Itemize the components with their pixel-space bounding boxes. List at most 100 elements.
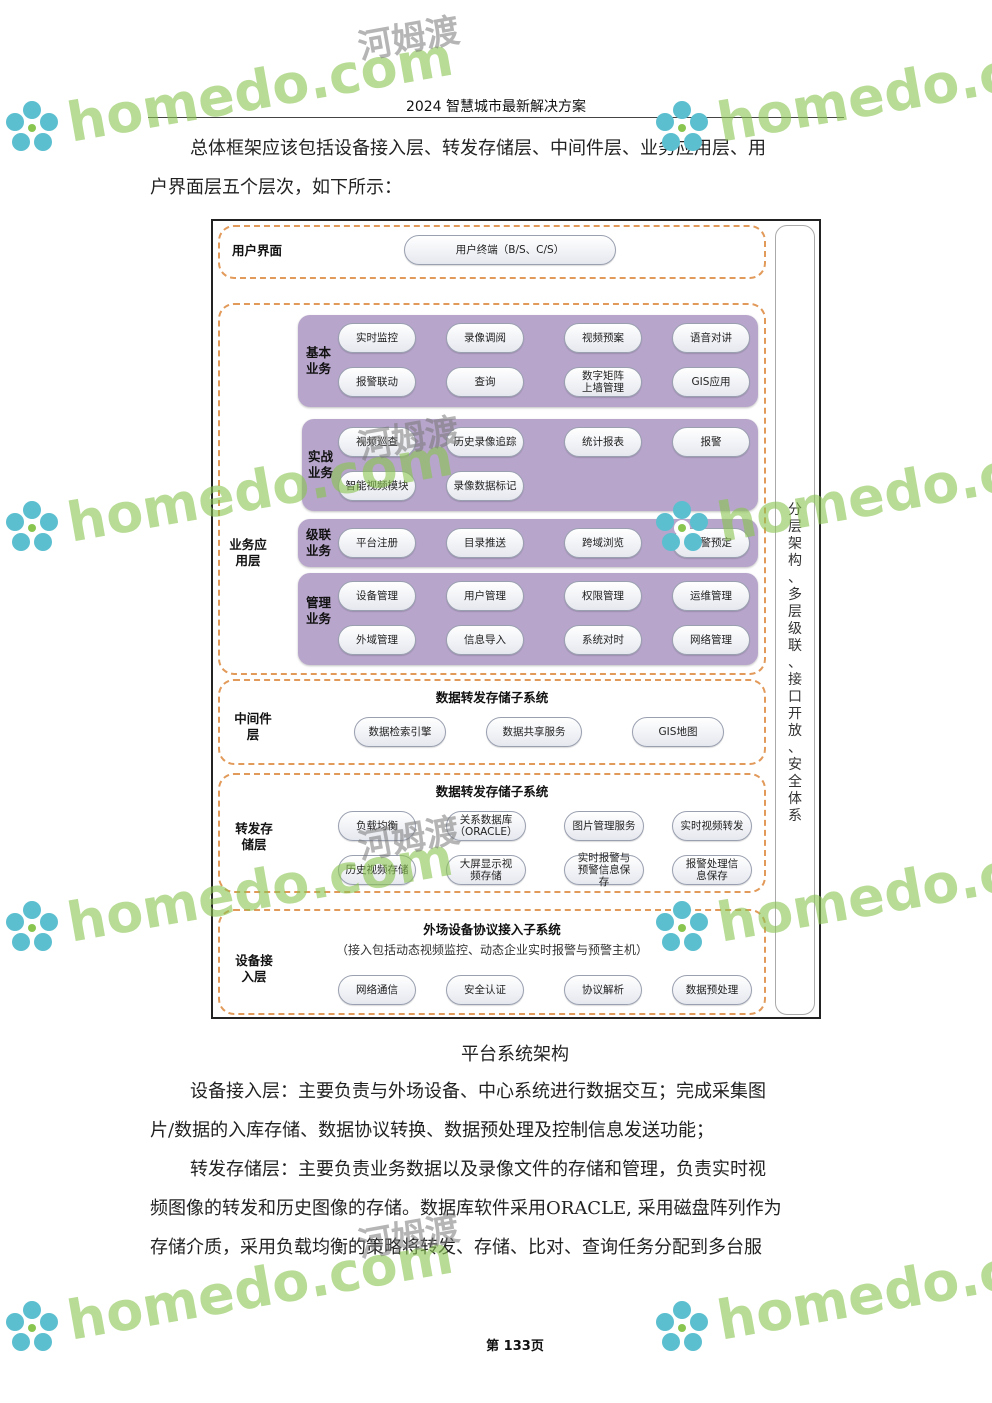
forward-storage-layer: 数据转发存储子系统 转发存 储层 负载均衡 关系数据库（ORACLE） 图片管理… [218,773,766,893]
group-label-line: 业务 [306,361,332,376]
service-pill: 设备管理 [338,581,416,611]
layer-label-line: 业务应 [229,537,267,552]
text-line: 存储介质，采用负载均衡的策略将转发、存储、比对、查询任务分配到多台服 [150,1237,762,1258]
layer-label: 设备接 入层 [226,953,282,985]
side-text-char: 、 [788,655,802,671]
text-line: 总体框架应该包括设备接入层、转发存储层、中间件层、业务应用层、用 [190,138,766,159]
text-line: 设备接入层：主要负责与外场设备、中心系统进行数据交互；完成采集图 [190,1081,766,1102]
side-text-char: 联 [788,638,802,654]
side-text-char: 分 [788,502,802,518]
user-terminal: 用户终端（B/S、C/S） [404,235,616,265]
body-paragraph-1: 设备接入层：主要负责与外场设备、中心系统进行数据交互；完成采集图 片/数据的入库… [150,1072,834,1150]
service-pill: 关系数据库（ORACLE） [446,811,526,841]
text-line: 片/数据的入库存储、数据协议转换、数据预处理及控制信息发送功能； [150,1120,715,1141]
service-pill: 用户管理 [446,581,524,611]
intro-paragraph: 总体框架应该包括设备接入层、转发存储层、中间件层、业务应用层、用 户界面层五个层… [150,129,834,207]
flower-logo-icon [6,1301,58,1351]
service-pill: 报警预定 [672,528,750,558]
service-pill: 目录推送 [446,528,524,558]
side-text-char: 层 [788,519,802,535]
layer-label-line: 转发存 [235,821,273,836]
service-pill: 统计报表 [564,427,642,457]
side-text-char: 、 [788,570,802,586]
service-pill: 数据检索引擎 [354,717,446,747]
layer-label: 转发存 储层 [226,821,282,853]
side-text-char: 体 [788,791,802,807]
watermark-cn: 河姆渡 [355,10,463,68]
group-label-line: 管理 [306,595,332,610]
service-pill: 运维管理 [672,581,750,611]
page-header: 2024 智慧城市最新解决方案 [405,99,587,115]
layer-label: 用户界面 [232,243,283,258]
service-pill: 语音对讲 [672,323,750,353]
text-line: 频图像的转发和历史图像的存储。数据库软件采用ORACLE, 采用磁盘阵列作为 [150,1198,782,1219]
device-access-layer: 外场设备协议接入子系统 （接入包括动态视频监控、动态企业实时报警与预警主机） 设… [218,909,766,1015]
layer-label-line: 设备接 [235,953,273,968]
side-text-char: 层 [788,604,802,620]
figure-caption: 平台系统架构 [461,1044,569,1065]
service-pill: 外域管理 [338,625,416,655]
service-pill: 录像数据标记 [446,471,524,501]
flower-logo-icon [6,901,58,951]
middleware-layer: 数据转发存储子系统 中间件 层 数据检索引擎 数据共享服务 GIS地图 [218,679,766,765]
side-text-char: 放 [788,723,802,739]
service-pill: 报警处理信息保存 [672,855,752,885]
service-pill: 负载均衡 [338,811,416,841]
management-business-group: 管理 业务 设备管理 用户管理 权限管理 运维管理 外域管理 信息导入 系统对时… [298,573,758,665]
service-pill: 报警 [672,427,750,457]
layer-label-line: 中间件 [234,711,272,726]
group-label: 管理 业务 [306,595,331,627]
service-pill: 大屏显示视频存储 [446,855,526,885]
page-number: 第 133页 [486,1339,544,1354]
group-label: 级联 业务 [306,527,331,559]
layer-label-line: 用层 [235,553,261,568]
group-label-line: 基本 [306,345,332,360]
side-text-char: 构 [788,553,802,569]
layer-label: 业务应 用层 [226,537,270,569]
service-pill: GIS应用 [672,367,750,397]
service-pill: 录像调阅 [446,323,524,353]
group-label-line: 业务 [308,465,334,480]
side-text-char: 接 [788,672,802,688]
header-rule [148,117,844,118]
service-pill: 安全认证 [446,975,524,1005]
subsystem-title: 数据转发存储子系统 [435,690,549,705]
service-pill: 查询 [446,367,524,397]
service-pill: 数据预处理 [672,975,752,1005]
group-label-line: 实战 [308,449,334,464]
flower-logo-icon [6,501,58,551]
text-line: 转发存储层：主要负责业务数据以及录像文件的存储和管理，负责实时视 [190,1159,766,1180]
layer-label-line: 层 [246,727,260,742]
service-pill: GIS地图 [632,717,724,747]
group-label-line: 业务 [306,611,332,626]
service-pill: 实时报警与预警信息保存 [564,852,644,888]
side-principles-text: 分层架构、多层级联、接口开放、安全体系 [776,502,814,825]
group-label-line: 业务 [306,543,332,558]
layer-label: 中间件 层 [228,711,278,743]
service-pill: 信息导入 [446,625,524,655]
service-pill: 图片管理服务 [564,811,644,841]
side-text-char: 全 [788,774,802,790]
side-text-char: 安 [788,757,802,773]
service-pill: 历史视频存储 [338,855,416,885]
service-pill: 数字矩阵上墙管理 [564,367,642,397]
side-principles-frame: 分层架构、多层级联、接口开放、安全体系 [775,225,815,1015]
group-label: 实战 业务 [308,449,333,481]
side-text-char: 架 [788,536,802,552]
subsystem-note: （接入包括动态视频监控、动态企业实时报警与预警主机） [335,943,648,957]
service-pill: 视频巡查 [338,427,416,457]
service-pill: 历史录像追踪 [446,427,524,457]
side-text-char: 系 [788,808,802,824]
layer-label-line: 储层 [241,837,267,852]
user-interface-layer: 用户界面 用户终端（B/S、C/S） [218,225,766,279]
service-pill: 平台注册 [338,528,416,558]
architecture-diagram: 用户界面 用户终端（B/S、C/S） 业务应 用层 基本 业务 实时监控 录像调… [211,219,821,1019]
group-label-line: 级联 [306,527,332,542]
layer-label-line: 入层 [241,969,267,984]
service-pill: 实时监控 [338,323,416,353]
subsystem-title: 外场设备协议接入子系统 [423,922,561,937]
service-pill: 网络通信 [338,975,416,1005]
text-line: 户界面层五个层次，如下所示： [150,177,402,198]
combat-business-group: 实战 业务 视频巡查 历史录像追踪 统计报表 报警 智能视频模块 录像数据标记 [302,419,758,511]
side-text-char: 、 [788,740,802,756]
